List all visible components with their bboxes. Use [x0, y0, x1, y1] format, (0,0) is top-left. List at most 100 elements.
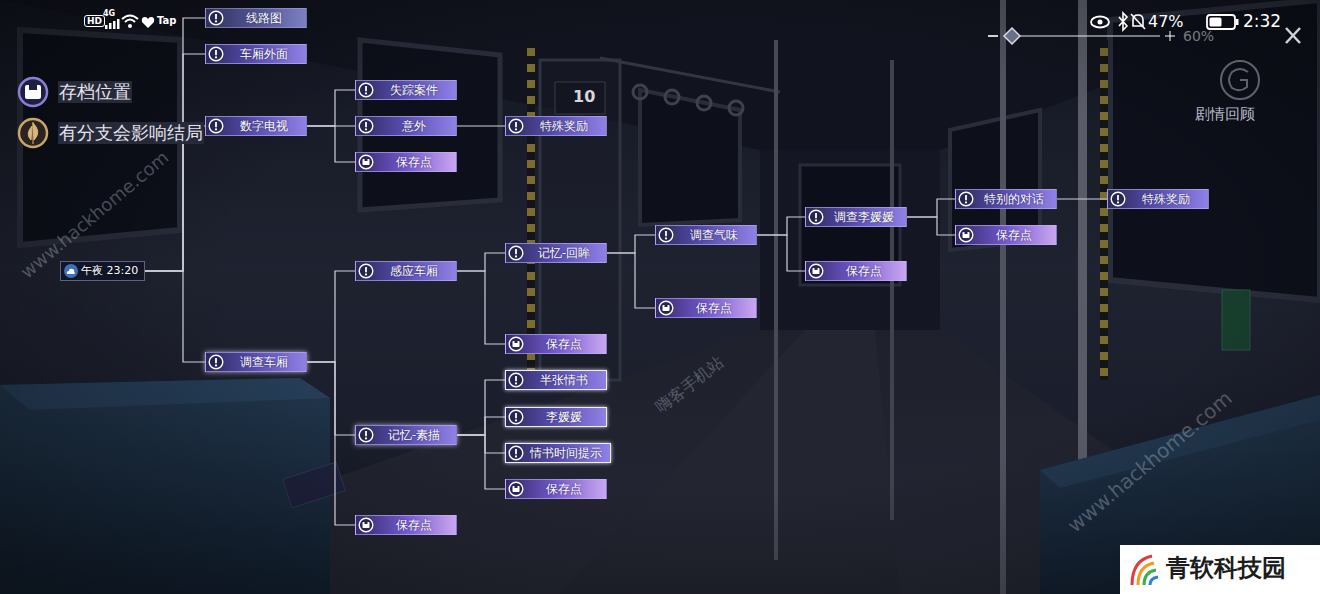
- event-icon: [1117, 195, 1119, 200]
- branch-connector: [307, 362, 355, 435]
- save-point-node: 保存点: [655, 298, 757, 318]
- branch-connector: [457, 380, 505, 435]
- event-icon: [515, 249, 517, 254]
- event-icon: [215, 20, 217, 22]
- story-node: 特殊奖励: [1107, 189, 1209, 209]
- save-icon: [958, 227, 974, 243]
- status-icon: [1207, 15, 1235, 29]
- story-node: 特别的对话: [955, 189, 1057, 209]
- node-label: 数字电视: [206, 117, 306, 135]
- event-icon: [515, 128, 517, 130]
- event-icon: [365, 128, 367, 130]
- save-icon: [513, 486, 520, 492]
- branch-connector: [307, 271, 355, 362]
- node-label: 保存点: [356, 516, 456, 534]
- event-icon: [515, 413, 517, 418]
- branch-connector: [307, 125, 355, 126]
- branch-connector: [907, 217, 955, 235]
- legend-label: 有分支会影响结局: [59, 122, 203, 143]
- event-icon: [215, 14, 217, 19]
- save-icon: [508, 481, 524, 497]
- event-icon: [508, 372, 524, 388]
- status-icon: [1091, 17, 1109, 28]
- save-point-node: 保存点: [355, 152, 457, 172]
- save-legend-icon: [25, 85, 41, 99]
- logo-text: 青软科技园: [1166, 555, 1286, 583]
- save-point-node: 保存点: [505, 479, 607, 499]
- status-icon: [1119, 13, 1127, 30]
- node-label: 调查车厢: [206, 353, 306, 371]
- save-point-node: 保存点: [505, 334, 607, 354]
- event-icon: [1110, 191, 1126, 207]
- story-node: 感应车厢: [355, 261, 457, 281]
- event-icon: [365, 273, 367, 275]
- event-icon: [365, 431, 367, 436]
- event-icon: [358, 263, 374, 279]
- icon-ring: [359, 155, 373, 169]
- node-label: 记忆-回眸: [506, 244, 606, 262]
- event-icon: [215, 128, 217, 130]
- node-label: 车厢外面: [206, 45, 306, 63]
- save-icon: [665, 305, 668, 307]
- story-node: 线路图: [205, 8, 307, 28]
- save-point-node: 保存点: [955, 225, 1057, 245]
- icon-ring: [509, 246, 523, 260]
- story-node: 调查李媛媛: [805, 207, 907, 227]
- save-icon: [363, 522, 370, 528]
- icon-ring: [809, 264, 823, 278]
- save-icon: [808, 263, 824, 279]
- branch-connector: [457, 271, 505, 344]
- event-icon: [665, 237, 667, 239]
- node-label: 调查气味: [656, 226, 756, 244]
- connector-group: [145, 18, 1107, 525]
- watermark: www.hackhome.com: [1063, 387, 1236, 538]
- branch-connector: [145, 126, 205, 271]
- branch-connector: [307, 362, 355, 525]
- event-icon: [965, 195, 967, 200]
- legend-entry: 存档位置: [58, 81, 132, 103]
- recap-button-label: 剧情回顾: [1195, 106, 1255, 123]
- save-point-node: 保存点: [355, 515, 457, 535]
- event-icon: [208, 354, 224, 370]
- icon-ring: [659, 228, 673, 242]
- branch-connector: [145, 18, 205, 271]
- save-icon: [813, 268, 820, 274]
- branch-connector: [457, 435, 505, 453]
- icon-ring: [959, 192, 973, 206]
- save-icon: [358, 154, 374, 170]
- event-icon: [365, 267, 367, 272]
- event-icon: [815, 213, 817, 218]
- save-legend-icon: [19, 78, 47, 106]
- site-logo: [1120, 545, 1320, 594]
- close-button: [1286, 28, 1300, 43]
- network-type: 4G: [103, 9, 115, 18]
- branch-connector: [907, 199, 955, 217]
- branch-connector: [607, 253, 655, 308]
- event-icon: [958, 191, 974, 207]
- volume-slider: [1004, 28, 1020, 44]
- save-icon: [663, 305, 670, 311]
- volume-percent: 60%: [1183, 28, 1214, 44]
- close-button: [1286, 28, 1300, 43]
- status-icon: [125, 20, 135, 23]
- icon-ring: [809, 210, 823, 224]
- event-icon: [365, 86, 367, 91]
- status-icon: [1131, 14, 1145, 29]
- node-label: 半张情书: [506, 371, 606, 389]
- status-icon: [142, 17, 154, 28]
- icon-ring: [509, 482, 523, 496]
- event-icon: [965, 201, 967, 203]
- event-icon: [215, 358, 217, 363]
- event-icon: [215, 122, 217, 127]
- recap-icon: [1221, 61, 1259, 99]
- node-label: 意外: [356, 117, 456, 135]
- story-node: 记忆-素描: [355, 425, 457, 445]
- close-button: [1286, 28, 1300, 43]
- weather-icon: [64, 264, 78, 278]
- event-icon: [508, 245, 524, 261]
- save-icon: [513, 341, 520, 347]
- event-icon: [515, 419, 517, 421]
- story-node: 特殊奖励: [505, 116, 607, 136]
